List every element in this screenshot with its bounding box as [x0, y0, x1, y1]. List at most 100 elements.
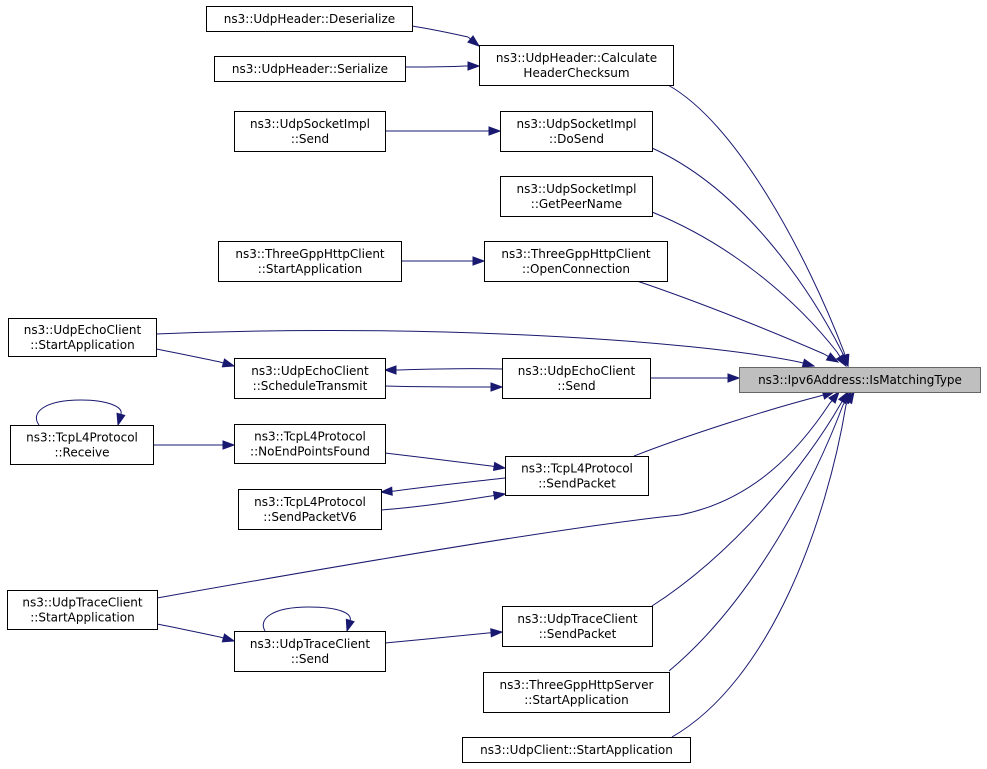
node-label-line: ::Send: [291, 132, 329, 146]
node-label-line: ::Send: [557, 379, 595, 393]
node-label-line: ns3::UdpEchoClient: [24, 323, 142, 337]
edge-line: [633, 395, 821, 457]
arrowhead: [222, 440, 236, 450]
node-label-line: ns3::UdpTraceClient: [22, 596, 142, 610]
node-box: [500, 176, 653, 217]
edge-line-end: [467, 36, 471, 40]
edge-tcpl4_sendpacket-to-target: [633, 390, 836, 457]
edge-line: [671, 404, 847, 738]
edge-tcpl4_sendpacketv6-to-tcpl4_sendpacket: [380, 490, 507, 511]
node-box: [502, 606, 653, 647]
edge-udpecho_send-to-target: [650, 373, 741, 383]
arrowhead: [116, 412, 126, 427]
node-box: [238, 489, 382, 530]
node-udptrace-send[interactable]: ns3::UdpTraceClient::Send: [234, 631, 386, 672]
arrowhead: [379, 486, 393, 496]
node-label-line: HeaderChecksum: [523, 66, 629, 80]
edge-line-end: [836, 351, 841, 358]
node-label-line: ns3::ThreeGppHttpServer: [500, 678, 654, 692]
node-tcpl4-sendpacket[interactable]: ns3::TcpL4Protocol::SendPacket: [505, 456, 649, 496]
node-box: [10, 425, 154, 465]
node-box: [234, 424, 386, 464]
edge-line: [384, 452, 492, 467]
arrowhead: [467, 35, 481, 47]
node-udpecho-start[interactable]: ns3::UdpEchoClient::StartApplication: [8, 318, 157, 357]
node-box: [234, 358, 386, 399]
arrowhead: [488, 126, 502, 136]
node-udpclient-start[interactable]: ns3::UdpClient::StartApplication: [462, 737, 691, 763]
edge-line-end: [798, 361, 804, 364]
edge-line-end: [843, 351, 846, 356]
node-tcpl4-noendpoints[interactable]: ns3::TcpL4Protocol::NoEndPointsFound: [234, 424, 386, 464]
node-udpsocketimpl-dosend[interactable]: ns3::UdpSocketImpl::DoSend: [500, 111, 653, 152]
node-box: [462, 737, 691, 763]
node-label-line: ns3::TcpL4Protocol: [521, 462, 633, 476]
edge-udpecho_start-to-target: [155, 330, 816, 368]
edge-threegpp_client_open-to-target: [636, 280, 840, 363]
node-label-line: ::SendPacket: [538, 477, 616, 491]
node-label-line: ns3::TcpL4Protocol: [26, 431, 138, 445]
edge-udptrace_send-to-udptrace_send: [262, 606, 355, 633]
node-label-line: ns3::UdpSocketImpl: [517, 117, 637, 131]
node-label-line: ::StartApplication: [258, 262, 362, 276]
node-box: [8, 318, 157, 357]
node-label-line: ::StartApplication: [30, 338, 134, 352]
node-udptrace-start[interactable]: ns3::UdpTraceClient::StartApplication: [7, 590, 158, 630]
node-udpheader-deserialize[interactable]: ns3::UdpHeader::Deserialize: [206, 6, 413, 32]
node-box: [502, 358, 651, 399]
node-label-line: ::DoSend: [549, 132, 604, 146]
node-label-line: ::StartApplication: [524, 693, 628, 707]
node-label-line: ::Send: [291, 652, 329, 666]
node-layer: ns3::Ipv6Address::IsMatchingTypens3::Udp…: [7, 6, 981, 763]
node-label-line: ns3::UdpSocketImpl: [517, 182, 637, 196]
node-label-line: ns3::UdpHeader::Serialize: [232, 62, 388, 76]
edge-line: [668, 404, 844, 672]
arrowhead: [801, 358, 816, 368]
edge-udpecho_start-to-udpecho_schedule: [155, 348, 236, 368]
node-udpecho-send[interactable]: ns3::UdpEchoClient::Send: [502, 358, 651, 399]
arrowhead: [472, 256, 486, 266]
node-label-line: ::NoEndPointsFound: [250, 445, 370, 459]
node-udpecho-schedule[interactable]: ns3::UdpEchoClient::ScheduleTransmit: [234, 358, 386, 399]
edge-udptrace_start-to-target: [156, 390, 840, 599]
edge-udpclient_start-to-target: [671, 390, 855, 738]
node-udpheader-serialize[interactable]: ns3::UdpHeader::Serialize: [214, 56, 406, 82]
edge-line: [155, 348, 221, 363]
node-label-line: ::ScheduleTransmit: [253, 379, 368, 393]
edge-udpsocketimpl_dosend-to-target: [651, 147, 849, 368]
arrowhead: [345, 618, 355, 633]
node-label-line: ns3::UdpSocketImpl: [250, 117, 370, 131]
node-threegpp-server-start[interactable]: ns3::ThreeGppHttpServer::StartApplicatio…: [483, 672, 670, 713]
node-label-line: ns3::UdpTraceClient: [250, 637, 370, 651]
node-threegpp-client-open[interactable]: ns3::ThreeGppHttpClient::OpenConnection: [484, 241, 668, 282]
node-udpsocketimpl-send[interactable]: ns3::UdpSocketImpl::Send: [234, 111, 386, 152]
node-threegpp-client-start[interactable]: ns3::ThreeGppHttpClient::StartApplicatio…: [218, 241, 402, 282]
edge-line: [411, 25, 469, 38]
node-udpsocketimpl-getpeername[interactable]: ns3::UdpSocketImpl::GetPeerName: [500, 176, 653, 217]
edge-line: [404, 65, 466, 68]
edge-line: [394, 477, 506, 492]
edge-line: [380, 495, 492, 511]
edge-line: [384, 385, 489, 388]
node-box: [206, 6, 413, 32]
node-tcpl4-sendpacketv6[interactable]: ns3::TcpL4Protocol::SendPacketV6: [238, 489, 382, 530]
node-box: [479, 45, 674, 86]
node-label-line: ns3::UdpClient::StartApplication: [480, 743, 673, 757]
edge-line: [651, 211, 838, 353]
edge-line-end: [845, 401, 849, 406]
edge-udptrace_start-to-udptrace_send: [156, 623, 236, 643]
edge-threegpp_client_start-to-threegpp_client_open: [401, 256, 486, 266]
edge-line: [636, 280, 825, 355]
node-tcpl4-receive[interactable]: ns3::TcpL4Protocol::Receive: [10, 425, 154, 465]
node-box: [234, 111, 386, 152]
edge-line: [156, 623, 221, 638]
node-udptrace-sendpacket[interactable]: ns3::UdpTraceClient::SendPacket: [502, 606, 653, 647]
arrowhead: [825, 352, 840, 363]
node-target[interactable]: ns3::Ipv6Address::IsMatchingType: [739, 367, 981, 393]
node-box: [218, 241, 402, 282]
node-label-line: ns3::ThreeGppHttpClient: [235, 247, 385, 261]
edge-tcpl4_noendpoints-to-tcpl4_sendpacket: [384, 452, 507, 472]
node-box: [484, 241, 668, 282]
node-box: [214, 56, 406, 82]
